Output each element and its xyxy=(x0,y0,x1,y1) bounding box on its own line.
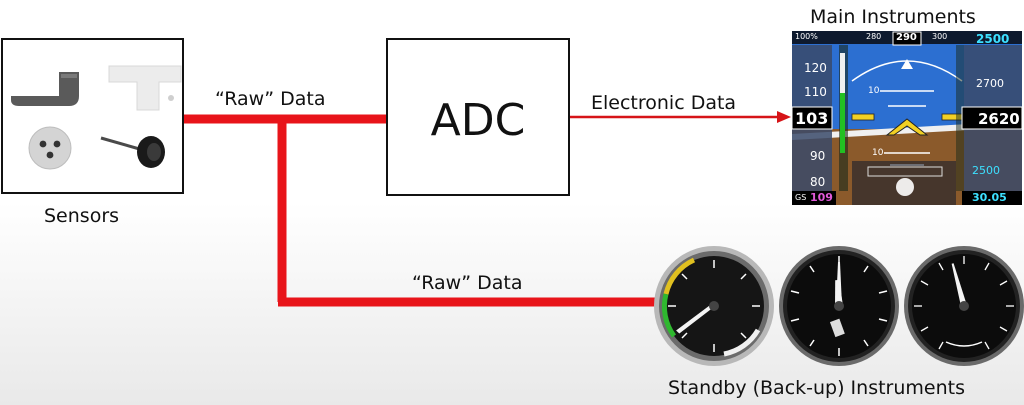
pfd-graphics xyxy=(792,31,1022,205)
adc-box: ADC xyxy=(386,38,570,196)
sensors-label: Sensors xyxy=(44,205,120,227)
adc-label: ADC xyxy=(430,95,526,146)
static-port-icon xyxy=(28,126,72,170)
sensor-icons xyxy=(11,65,182,170)
pfd-speed-tick-4: 80 xyxy=(810,175,826,189)
standby-instruments xyxy=(654,246,1024,366)
pfd-airspeed: 103 xyxy=(795,109,829,128)
pfd-altitude: 2620 xyxy=(978,110,1020,128)
pfd-altitude-top: 2500 xyxy=(976,32,1010,46)
temperature-probe-icon xyxy=(100,136,165,168)
raw-data-lines xyxy=(184,114,660,307)
pfd-speed-tick-3: 90 xyxy=(810,149,826,163)
pfd-ground-speed: 109 xyxy=(810,191,833,204)
pfd-alt-tick-1: 2700 xyxy=(976,77,1004,90)
main-instruments-label: Main Instruments xyxy=(810,6,976,28)
electronic-data-label: Electronic Data xyxy=(591,92,737,114)
standby-vsi-gauge xyxy=(904,246,1024,366)
electronic-data-arrowhead xyxy=(777,111,791,123)
pfd-alt-tick-2: 2500 xyxy=(972,164,1000,177)
raw-data-label-bottom: “Raw” Data xyxy=(412,272,523,294)
pfd-pitch-top: 10 xyxy=(868,86,880,96)
sensors-box xyxy=(1,38,184,194)
pfd-heading-left: 280 xyxy=(866,32,882,41)
pfd-heading: 290 xyxy=(896,32,917,43)
static-mast-icon xyxy=(108,65,182,111)
pfd-baro: 30.05 xyxy=(972,191,1007,204)
pitot-tube-icon xyxy=(11,72,79,106)
pfd-speed-tick-1: 120 xyxy=(804,61,827,75)
pfd-heading-right: 300 xyxy=(932,32,948,41)
pfd-ground-speed-label: GS xyxy=(795,193,807,202)
raw-data-label-top: “Raw” Data xyxy=(215,88,326,110)
standby-altimeter-gauge xyxy=(779,246,899,366)
primary-flight-display: 100% 280 290 300 2500 120 110 103 90 80 … xyxy=(792,31,1022,205)
pfd-speed-tick-2: 110 xyxy=(804,85,827,99)
pfd-battery: 100% xyxy=(795,32,818,41)
standby-airspeed-gauge xyxy=(654,246,774,366)
pfd-pitch-bottom: 10 xyxy=(872,148,884,158)
standby-instruments-label: Standby (Back-up) Instruments xyxy=(668,377,965,399)
